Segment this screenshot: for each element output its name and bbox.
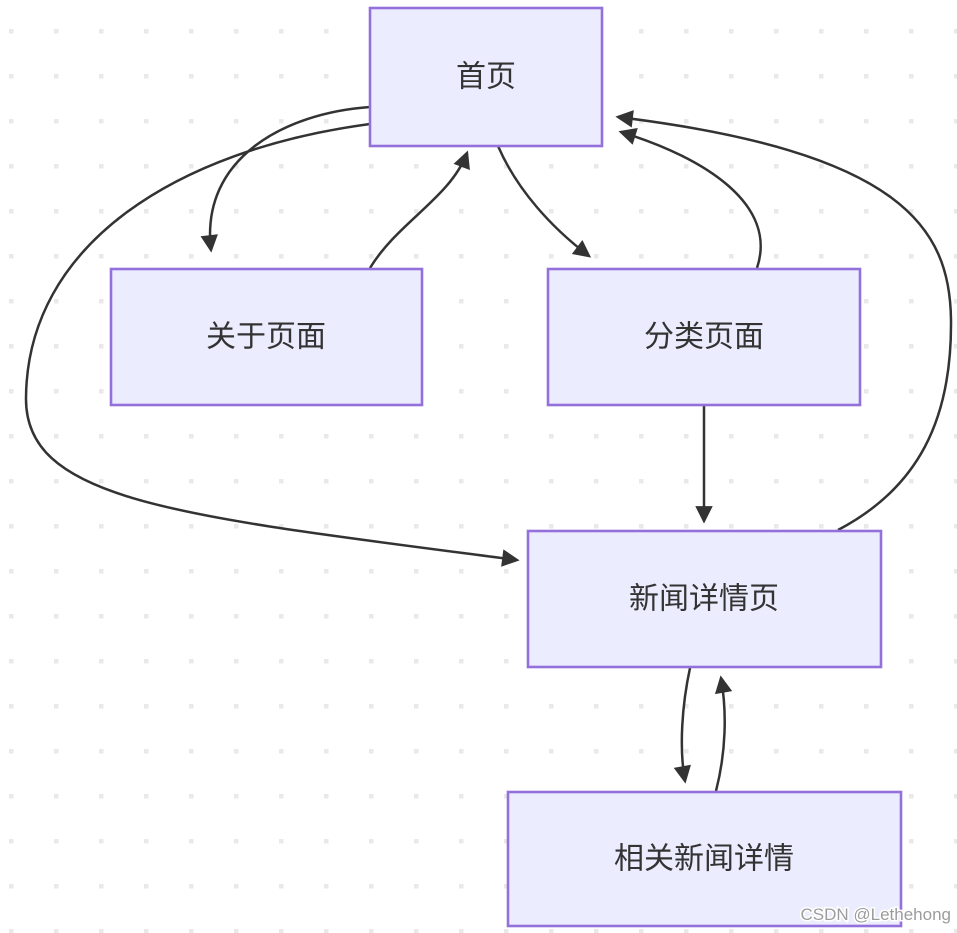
node-category: 分类页面 <box>546 267 862 407</box>
csdn-watermark: CSDN @Lethehong <box>800 905 951 924</box>
edge-category-to-home <box>618 127 762 269</box>
node-related-news-label: 相关新闻详情 <box>614 843 794 876</box>
edge-home-to-category <box>496 145 592 258</box>
node-home: 首页 <box>368 6 604 148</box>
edge-about-to-home <box>368 150 470 269</box>
node-category-label: 分类页面 <box>644 321 764 354</box>
edge-home-to-news-detail <box>24 122 520 567</box>
edge-layer <box>24 105 953 792</box>
node-home-box <box>368 6 604 148</box>
node-about: 关于页面 <box>109 267 424 407</box>
node-related-news-box <box>506 790 903 928</box>
node-home-label: 首页 <box>456 61 516 94</box>
node-about-label: 关于页面 <box>206 321 326 354</box>
node-news-detail: 新闻详情页 <box>526 529 883 669</box>
edge-home-to-about <box>200 105 371 253</box>
node-related-news: 相关新闻详情 <box>506 790 903 928</box>
edge-news-detail-to-related-news <box>673 667 692 784</box>
edge-related-news-to-news-detail <box>714 675 733 792</box>
node-news-detail-box <box>526 529 883 669</box>
node-category-box <box>546 267 862 407</box>
edge-news-detail-to-home <box>615 110 953 532</box>
node-layer: 首页 关于页面 分类页面 新闻详情页 相关新闻详情 <box>109 6 903 928</box>
node-news-detail-label: 新闻详情页 <box>629 583 779 616</box>
node-about-box <box>109 267 424 407</box>
